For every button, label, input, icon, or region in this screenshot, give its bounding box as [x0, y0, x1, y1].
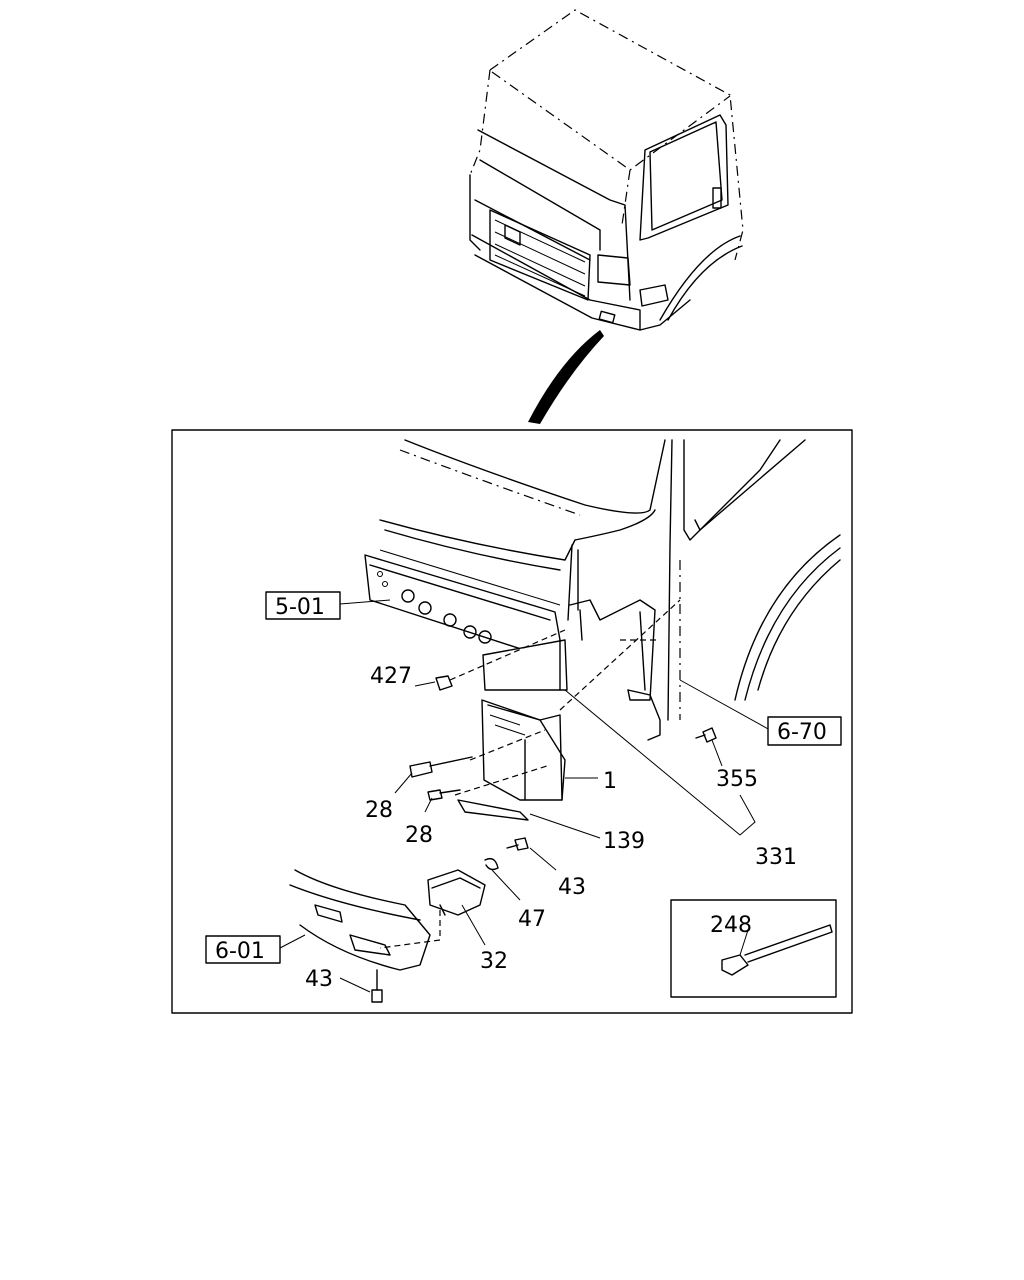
callout-248: 248 — [710, 913, 752, 938]
callout-355: 355 — [716, 767, 758, 792]
callout-28-upper: 28 — [365, 798, 393, 823]
callout-47: 47 — [518, 907, 546, 932]
ref-box-6-01: 6-01 — [205, 935, 281, 964]
truck-cab-overview — [469, 9, 744, 424]
corner-lamp-assembly — [409, 639, 717, 821]
callout-331: 331 — [755, 845, 797, 870]
svg-text:5-01: 5-01 — [275, 595, 325, 620]
ref-box-5-01: 5-01 — [265, 591, 341, 620]
leader-lines — [279, 599, 771, 993]
assembly-lines — [379, 599, 681, 949]
callout-28-lower: 28 — [405, 823, 433, 848]
callout-32: 32 — [480, 949, 508, 974]
svg-text:6-70: 6-70 — [777, 720, 827, 745]
callout-labels: 427 28 28 1 139 331 355 43 47 32 43 248 — [305, 664, 797, 992]
callout-43-lower: 43 — [305, 967, 333, 992]
detail-frame — [171, 429, 853, 1014]
callout-427: 427 — [370, 664, 412, 689]
svg-text:6-01: 6-01 — [215, 939, 265, 964]
callout-139: 139 — [603, 829, 645, 854]
ref-box-6-70: 6-70 — [767, 716, 842, 746]
inset-box-248 — [670, 899, 837, 998]
bumper-fog-lamp — [289, 837, 529, 1003]
reference-boxes: 5-01 6-70 6-01 — [205, 591, 842, 964]
detail-cab-body — [364, 439, 841, 741]
callout-1: 1 — [603, 769, 617, 794]
callout-43-upper: 43 — [558, 875, 586, 900]
